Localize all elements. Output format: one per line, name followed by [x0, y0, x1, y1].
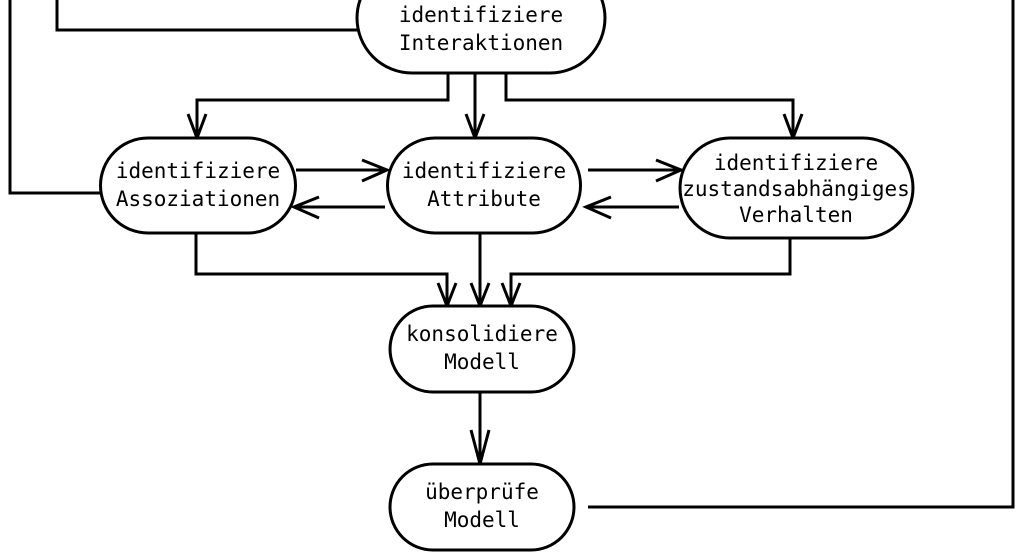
node-layer: identifiziere Interaktionen identifizier…	[99, 0, 915, 552]
identify-state-dependent-behaviour-label-line3: Verhalten	[739, 203, 853, 227]
consolidate-model-label-line1: konsolidiere	[406, 322, 558, 346]
identify-associations-label-line1: identifiziere	[116, 159, 280, 183]
identify-state-dependent-behaviour-shape	[678, 136, 915, 240]
identify-state-dependent-behaviour-label-line1: identifiziere	[714, 151, 878, 175]
node-identify-attributes[interactable]: identifiziere Attribute	[386, 136, 582, 235]
identify-interactions-label-line2: Interaktionen	[399, 31, 563, 55]
edge-interaktionen-to-verhalten	[504, 72, 795, 137]
verify-model-label-line1: überprüfe	[425, 480, 539, 504]
node-consolidate-model[interactable]: konsolidiere Modell	[388, 304, 576, 394]
identify-attributes-label-line1: identifiziere	[402, 159, 566, 183]
arrowhead-attribute-verhalten	[655, 158, 685, 183]
edge-verhalten-to-konsolidiere	[509, 237, 792, 305]
edge-offscreen-to-interaktionen	[55, 0, 373, 32]
node-verify-model[interactable]: überprüfe Modell	[388, 462, 576, 552]
edge-layer	[8, 0, 1015, 509]
identify-interactions-label-line1: identifiziere	[399, 3, 563, 27]
identify-state-dependent-behaviour-label-line2: zustandsabhängiges	[682, 177, 910, 201]
identify-attributes-shape	[386, 136, 582, 235]
edge-assoziationen-to-konsolidiere	[194, 232, 449, 305]
arrowhead-assoziationen-attribute	[361, 158, 391, 183]
consolidate-model-shape	[388, 304, 576, 394]
node-identify-interactions[interactable]: identifiziere Interaktionen	[355, 0, 607, 75]
consolidate-model-label-line2: Modell	[444, 350, 520, 374]
node-identify-associations[interactable]: identifiziere Assoziationen	[99, 136, 297, 235]
identify-associations-shape	[99, 136, 297, 235]
edge-assoziationen-to-offscreen-left	[8, 0, 100, 195]
verify-model-shape	[388, 462, 576, 552]
node-identify-state-dependent-behaviour[interactable]: identifiziere zustandsabhängiges Verhalt…	[678, 136, 915, 240]
arrowhead-attribute-assoziationen	[290, 195, 320, 220]
identify-attributes-label-line2: Attribute	[427, 187, 541, 211]
verify-model-label-line2: Modell	[444, 508, 520, 532]
identify-associations-label-line2: Assoziationen	[116, 187, 280, 211]
edge-interaktionen-to-assoziationen	[195, 72, 450, 137]
edge-ueberpruefe-to-right-rail	[588, 0, 1015, 509]
identify-interactions-shape	[355, 0, 607, 75]
arrowhead-verhalten-attribute	[582, 195, 612, 220]
